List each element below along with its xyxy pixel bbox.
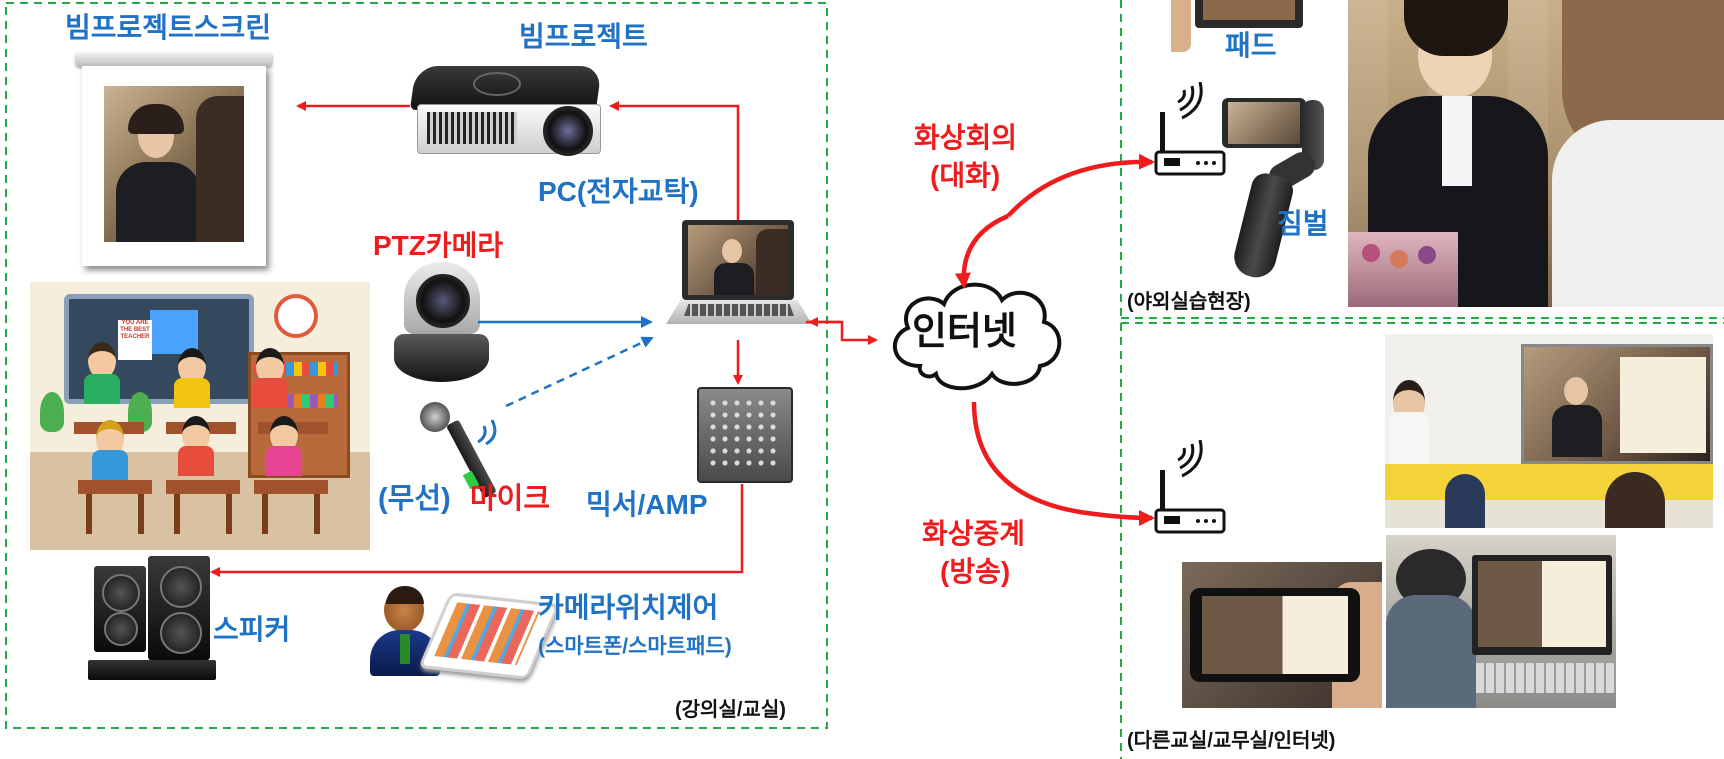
conference-curve-to-field: [1006, 153, 1155, 218]
ptz-camera: [394, 262, 489, 384]
broadcast-curve-to-remote: [971, 401, 1155, 526]
conference-curve-to-internet: [954, 213, 1009, 289]
field-room-label: (야외실습현장): [1127, 291, 1251, 313]
mixer-label: 믹서/AMP: [586, 489, 708, 520]
mic-prefix: (무선): [378, 483, 451, 515]
projection-screen: [76, 52, 272, 274]
broadcast-label-line1: 화상중계: [922, 518, 1026, 549]
arrow-mixer-to-speaker: [210, 484, 744, 577]
phone-viewing-photo: [1182, 562, 1382, 708]
tablet-photo: [1171, 0, 1331, 52]
screen-label: 빔프로젝트스크린: [65, 12, 272, 43]
classroom-room-label: (강의실/교실): [675, 699, 786, 721]
broadcast-label-line2: (방송): [940, 556, 1011, 587]
gimbal-label: 짐벌: [1277, 208, 1329, 239]
arrow-pc-internet-link: [806, 320, 878, 345]
field-practice-photo: [1348, 0, 1724, 307]
projector: [409, 60, 603, 156]
mic-label: 마이크: [470, 483, 551, 515]
pc-label: PC(전자교탁): [538, 176, 699, 207]
speakers: [88, 556, 216, 682]
conference-label-line1: 화상회의: [914, 122, 1018, 153]
wall-clock: [274, 294, 318, 338]
remote-classroom-photo: [1385, 334, 1713, 528]
projector-label: 빔프로젝트: [519, 21, 648, 52]
arrow-mic-to-pc: [505, 336, 654, 408]
camera-control-label: 카메라위치제어: [538, 592, 719, 623]
arrow-pc-to-projector: [609, 101, 740, 220]
pad-label: 패드: [1225, 30, 1277, 61]
speaker-label: 스피커: [213, 614, 291, 645]
gimbal: [1218, 96, 1348, 282]
internet-label: 인터넷: [912, 311, 1017, 353]
laptop-screen-image: [688, 225, 788, 295]
ptz-camera-label: PTZ카메라: [373, 230, 504, 261]
pc-laptop: [664, 220, 814, 340]
camera-control-sub: (스마트폰/스마트패드): [538, 635, 732, 658]
router-icon-top: [1154, 82, 1228, 182]
phone-screen: [1190, 588, 1360, 682]
office-monitor-photo: [1386, 535, 1616, 708]
classroom-illustration: YOU ARE THE BEST TEACHER: [30, 282, 370, 550]
conference-label-line2: (대화): [930, 160, 1001, 191]
router-icon-bottom: [1154, 440, 1228, 540]
wireless-signal-icon: [474, 414, 508, 448]
audio-mixer: [697, 387, 793, 483]
screen-video-image: [104, 86, 244, 242]
remote-screen-video: [1521, 344, 1713, 464]
internet-cloud: [880, 270, 1070, 395]
poster-text: YOU ARE THE BEST TEACHER: [118, 320, 152, 360]
wireless-microphone: [418, 398, 498, 508]
classroom-border: [5, 2, 828, 729]
remote-room-label: (다른교실/교무실/인터넷): [1127, 730, 1336, 752]
